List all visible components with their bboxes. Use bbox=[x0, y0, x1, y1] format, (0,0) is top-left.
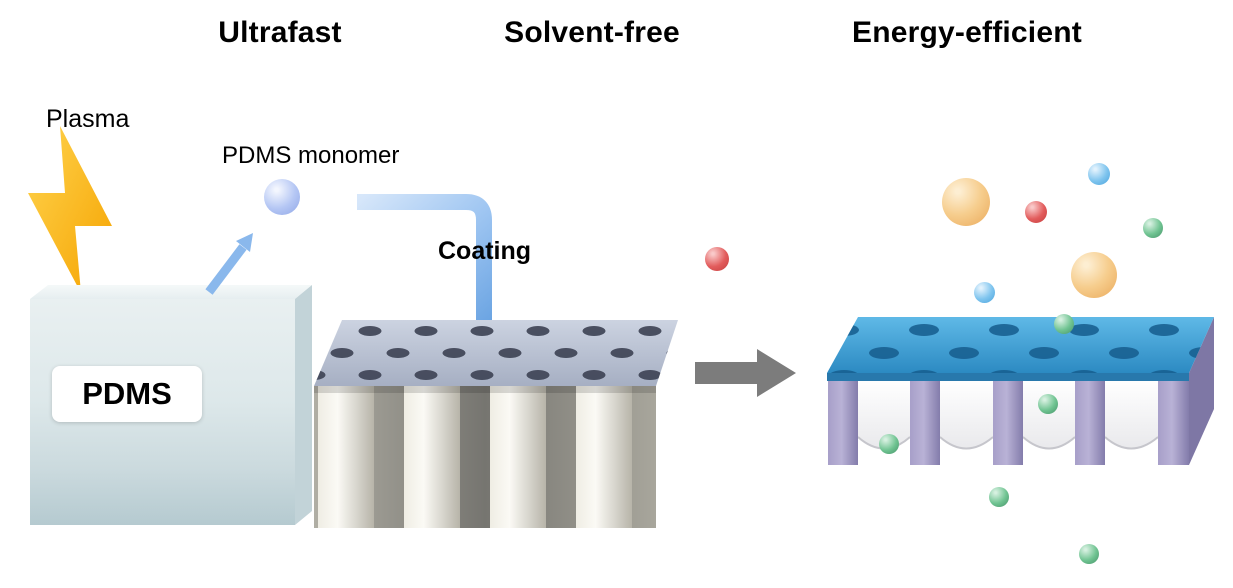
header-ultrafast: Ultrafast bbox=[218, 16, 342, 49]
membrane-pillar bbox=[318, 386, 374, 528]
plasma-label: Plasma bbox=[46, 105, 130, 133]
pore-bottom-curve bbox=[939, 436, 994, 450]
membrane-pore-opening bbox=[940, 380, 993, 449]
header-energy-efficient: Energy-efficient bbox=[852, 16, 1082, 49]
header-solvent-free: Solvent-free bbox=[504, 16, 680, 49]
coated-membrane-pillar bbox=[1075, 380, 1105, 465]
coating-label: Coating bbox=[438, 237, 532, 265]
membrane-pillar bbox=[490, 386, 546, 528]
pdms-block-label: PDMS bbox=[52, 366, 202, 422]
coated-membrane-pillar bbox=[993, 380, 1023, 465]
pdms-block-label-text: PDMS bbox=[82, 376, 172, 411]
pore-bottom-curve bbox=[1104, 436, 1159, 450]
process-arrow-icon bbox=[695, 349, 796, 397]
lightning-bolt-icon bbox=[28, 126, 112, 293]
coated-membrane-pillar bbox=[910, 380, 940, 465]
membrane-pore-opening bbox=[858, 380, 910, 449]
membrane-pore-opening bbox=[1023, 380, 1075, 449]
coated-membrane-side-face bbox=[1189, 317, 1214, 465]
monomer-emission-arrow-icon bbox=[205, 233, 253, 295]
membrane-pillar bbox=[576, 386, 632, 528]
pore-bottom-curve bbox=[1022, 436, 1076, 450]
membrane-pillar bbox=[404, 386, 460, 528]
coated-membrane-top-pores bbox=[827, 317, 1214, 373]
pdms-block-top-face bbox=[30, 285, 312, 299]
membrane-pore-opening bbox=[1105, 380, 1158, 449]
membrane-top-pores bbox=[314, 320, 678, 386]
membrane-edge-shadow bbox=[314, 386, 656, 393]
porous-membrane-coated bbox=[827, 317, 1214, 465]
pdms-block-side-face bbox=[295, 285, 312, 525]
coated-membrane-front-edge bbox=[827, 373, 1189, 381]
porous-membrane-uncoated bbox=[314, 320, 678, 528]
pdms-monomer-label: PDMS monomer bbox=[222, 142, 400, 169]
coated-membrane-pillar bbox=[1158, 380, 1189, 465]
coated-membrane-pillar bbox=[828, 380, 858, 465]
